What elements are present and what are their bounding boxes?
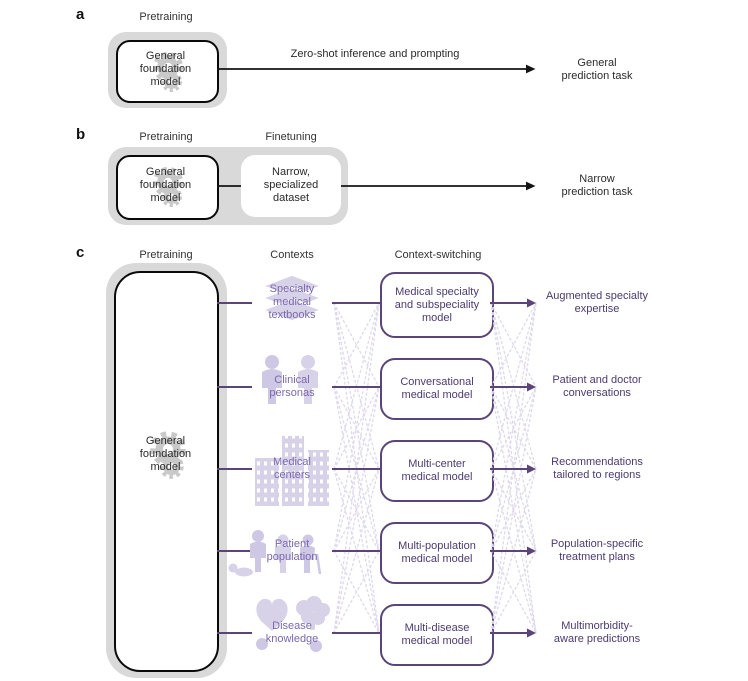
buildings-icon (255, 436, 329, 506)
model-box-multicenter: Multi-center medical model (380, 440, 494, 502)
model-box-conversational: Conversational medical model (380, 358, 494, 420)
population-icon (228, 530, 322, 577)
finetune-connector (217, 181, 536, 191)
pretraining-label-a: Pretraining (139, 11, 193, 23)
panel-a-letter: a (76, 6, 85, 23)
model-box-label: Conversational medical model (400, 376, 474, 401)
context-switching-header: Context-switching (394, 249, 482, 261)
context-label-centers: Medical centers (273, 456, 311, 481)
output-label-treatment-plans: Population-specific treatment plans (550, 538, 644, 563)
output-arrowheads (527, 298, 536, 638)
output-label-multimorbidity: Multimorbidity- aware predictions (553, 620, 641, 645)
model-box-label: Multi-population medical model (398, 540, 476, 565)
general-prediction-task-label: General prediction task (561, 57, 633, 82)
model-box-multipopulation: Multi-population medical model (380, 522, 494, 584)
output-label-recommendations: Recommendations tailored to regions (551, 456, 643, 481)
foundation-model-label-b: General foundation model (139, 166, 192, 204)
panel-c-letter: c (76, 244, 85, 261)
finetuning-label-b: Finetuning (265, 131, 317, 143)
foundation-model-box-c (114, 271, 219, 672)
foundation-model-label-c: General foundation model (139, 435, 192, 473)
zero-shot-arrow-label: Zero-shot inference and prompting (290, 48, 460, 60)
panel-b-letter: b (76, 126, 86, 143)
foundation-model-label-a: General foundation model (139, 50, 192, 88)
output-label-expertise: Augmented specialty expertise (545, 290, 649, 315)
context-label-disease: Disease knowledge (265, 620, 319, 645)
context-row-connectors (217, 302, 528, 634)
model-box-label: Medical specialty and subspeciality mode… (394, 285, 480, 324)
model-box-specialty: Medical specialty and subspeciality mode… (380, 272, 494, 338)
narrow-prediction-task-label: Narrow prediction task (561, 173, 633, 198)
model-box-label: Multi-center medical model (401, 458, 473, 483)
context-label-personas: Clinical personas (269, 374, 315, 399)
narrow-dataset-box (241, 155, 341, 217)
pretraining-label-c: Pretraining (139, 249, 193, 261)
output-label-conversations: Patient and doctor conversations (552, 374, 642, 399)
context-label-textbooks: Specialty medical textbooks (268, 283, 316, 321)
contexts-header: Contexts (270, 249, 314, 261)
organs-icon (256, 596, 330, 652)
pretraining-label-b: Pretraining (139, 131, 193, 143)
model-box-label: Multi-disease medical model (401, 622, 473, 647)
personas-icon (262, 355, 318, 404)
narrow-dataset-label: Narrow, specialized dataset (263, 166, 319, 204)
books-icon (260, 274, 324, 322)
context-label-population: Patient population (266, 538, 318, 563)
model-box-multidisease: Multi-disease medical model (380, 604, 494, 666)
zero-shot-arrow (217, 64, 536, 74)
